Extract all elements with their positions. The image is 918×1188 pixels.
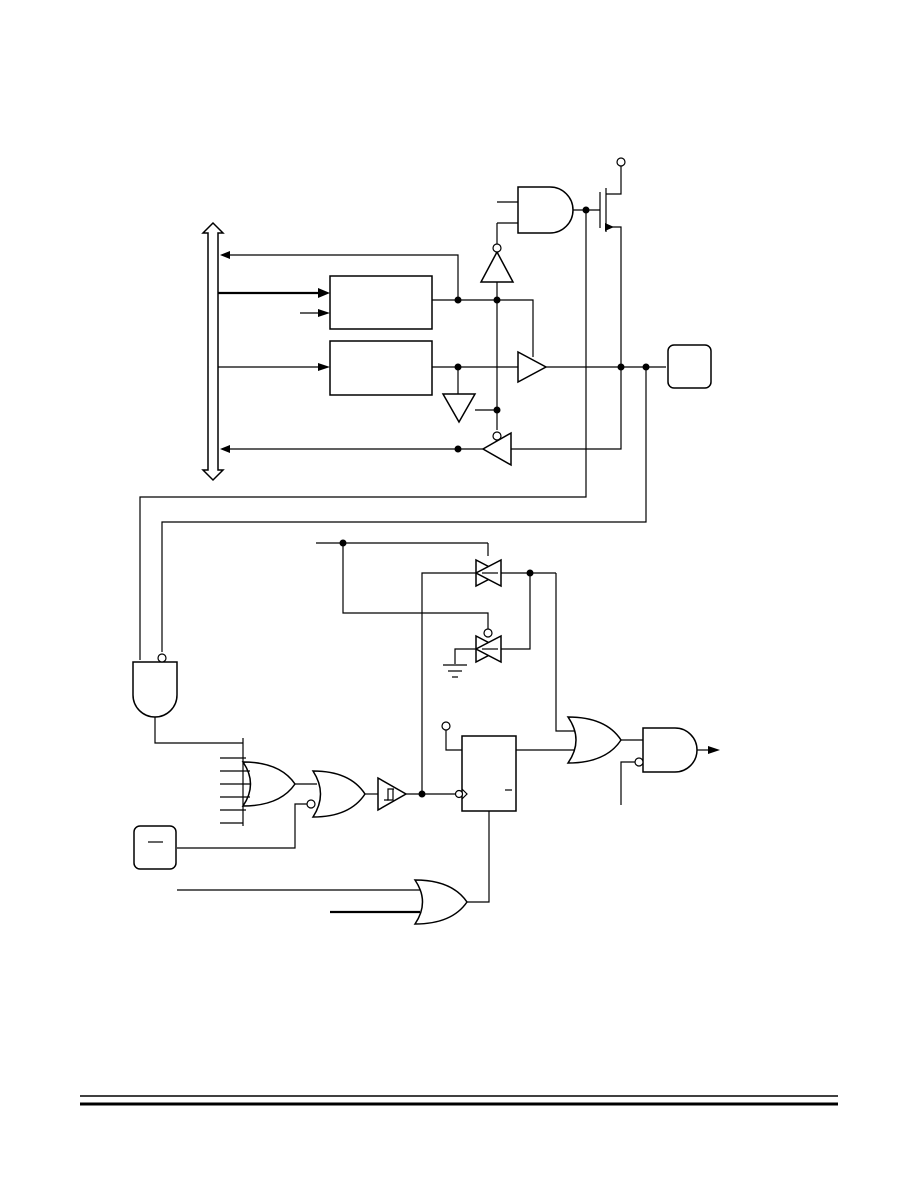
- footer-rule: [80, 1095, 838, 1106]
- read-latch-wire: [220, 251, 459, 300]
- or-gate-second: [177, 770, 378, 849]
- input-buffer: [220, 367, 622, 467]
- data-register-output-wire: [432, 296, 534, 357]
- interrupt-feedback-wires: [139, 210, 647, 660]
- direction-register-output-wire: [432, 282, 518, 430]
- output-buffer: [517, 350, 666, 384]
- direction-register-block: [329, 340, 433, 396]
- port-pin-box: [667, 344, 712, 389]
- inverter-down: [441, 367, 501, 424]
- data-register-block: [329, 275, 433, 330]
- ground-symbol: [443, 664, 467, 678]
- bus-to-data-register-wire: [218, 288, 330, 317]
- bus-to-direction-register-wire: [218, 363, 330, 371]
- and-gate-right: [620, 727, 720, 805]
- irq-pin-box: [133, 825, 177, 870]
- and-gate-vertical: [132, 653, 243, 744]
- pullup-transistor: [599, 157, 626, 367]
- or-gate-right: [555, 573, 643, 764]
- transmission-gate-top: [474, 543, 556, 588]
- data-bus: [201, 221, 225, 482]
- schmitt-trigger-buffer: [377, 572, 476, 812]
- and-gate-top: [497, 186, 600, 234]
- transmission-gate-bottom: [342, 543, 531, 664]
- or-gate-bottom: [177, 879, 468, 925]
- or-gate-multi-input: [220, 738, 317, 826]
- control-line: [316, 539, 488, 547]
- inverter-up: [479, 222, 518, 283]
- flip-flop: [441, 721, 575, 903]
